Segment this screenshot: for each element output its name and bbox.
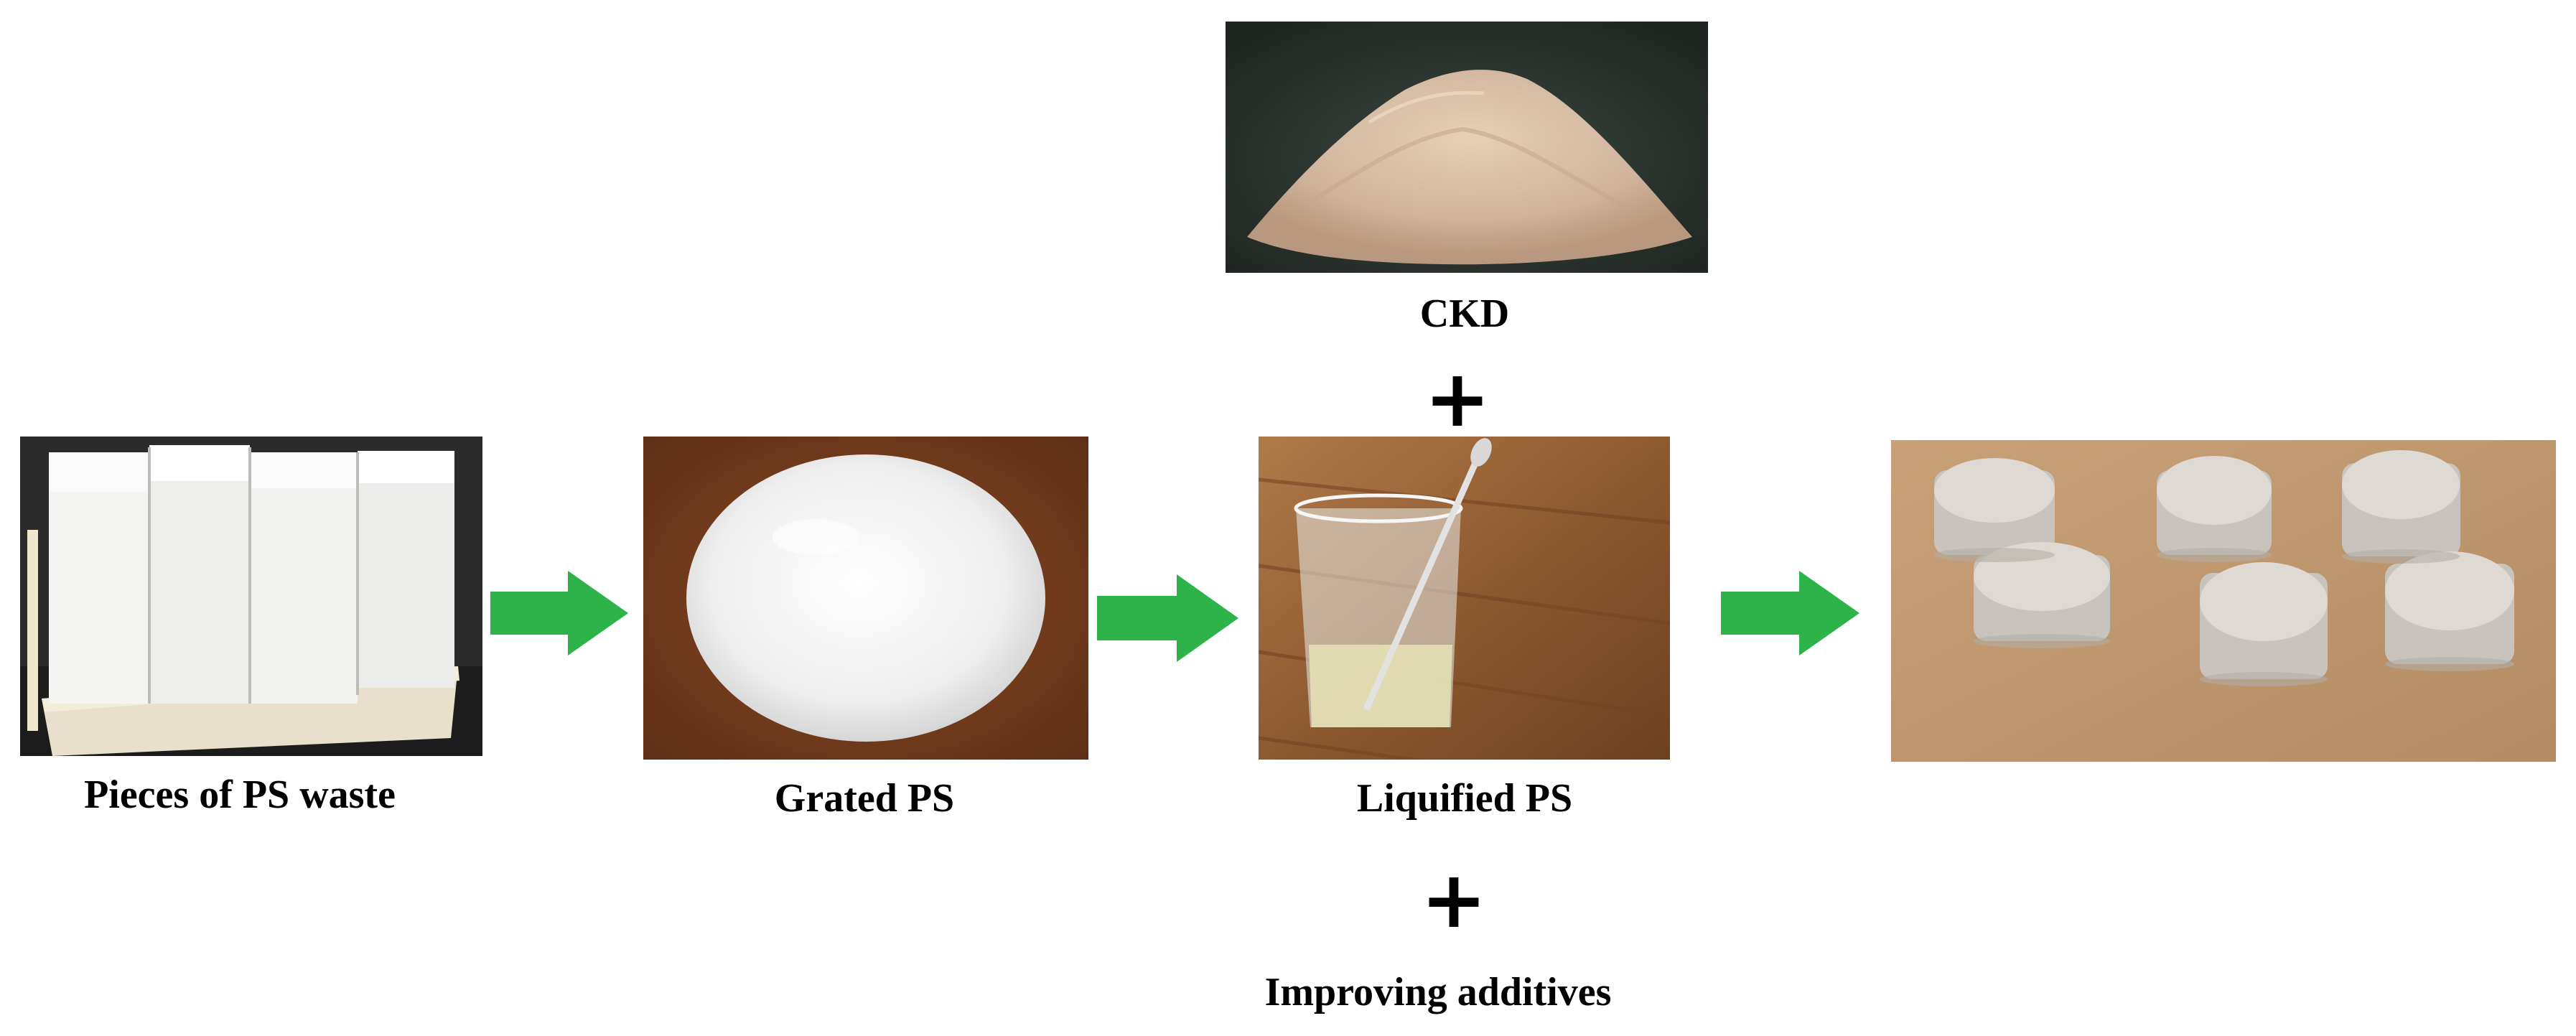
right-arrow-icon [1721, 571, 1859, 655]
grated-ps-label: Grated PS [774, 776, 955, 821]
liquified-ps-photo [1259, 437, 1670, 760]
improving-additives-label: Improving additives [1264, 970, 1612, 1014]
grated-ps-photo [643, 437, 1088, 760]
final-samples-photo [1891, 440, 2556, 762]
plus-icon: + [1420, 854, 1488, 946]
liquified-ps-label: Liquified PS [1356, 776, 1573, 821]
ckd-label: CKD [1419, 291, 1510, 336]
plus-icon: + [1424, 353, 1491, 444]
ps-waste-photo [20, 437, 482, 756]
ckd-powder-photo [1226, 22, 1708, 273]
right-arrow-icon [1097, 574, 1238, 662]
ps-waste-label: Pieces of PS waste [84, 773, 396, 817]
right-arrow-icon [490, 571, 628, 655]
